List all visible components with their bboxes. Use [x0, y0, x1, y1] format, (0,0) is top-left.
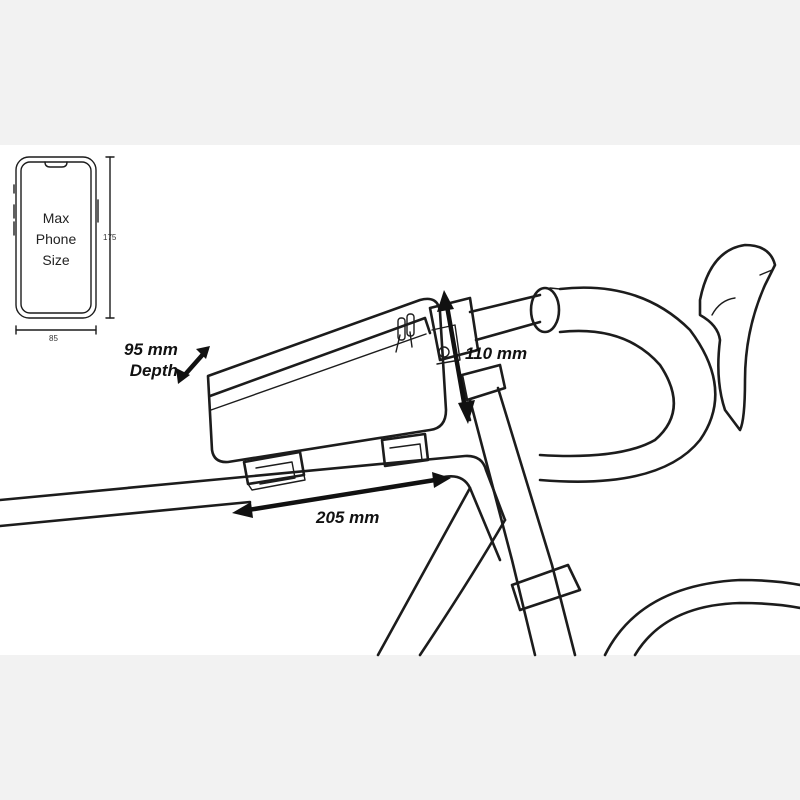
phone-height-dimension: 175 [103, 233, 117, 242]
phone-label: Max Phone Size [22, 208, 90, 271]
height-arrow [437, 290, 475, 424]
phone-dimension-lines [15, 156, 115, 335]
white-background-band [0, 145, 800, 655]
phone-label-line-2: Phone [35, 231, 77, 247]
phone-label-line-1: Max [42, 210, 70, 226]
length-label: 205 mm [316, 508, 380, 527]
phone-width-dimension: 85 [49, 334, 58, 343]
bike-frame [0, 363, 800, 657]
depth-arrow [176, 346, 210, 384]
handlebar [428, 243, 777, 483]
top-tube-bag [206, 297, 461, 491]
depth-word: Depth [129, 361, 178, 380]
phone-outline-icon [13, 156, 99, 319]
length-arrow [232, 472, 451, 518]
depth-label: 95 mm Depth [124, 339, 178, 381]
depth-value: 95 mm [124, 340, 178, 359]
height-label: 110 mm [465, 344, 528, 363]
phone-label-line-3: Size [42, 252, 70, 268]
